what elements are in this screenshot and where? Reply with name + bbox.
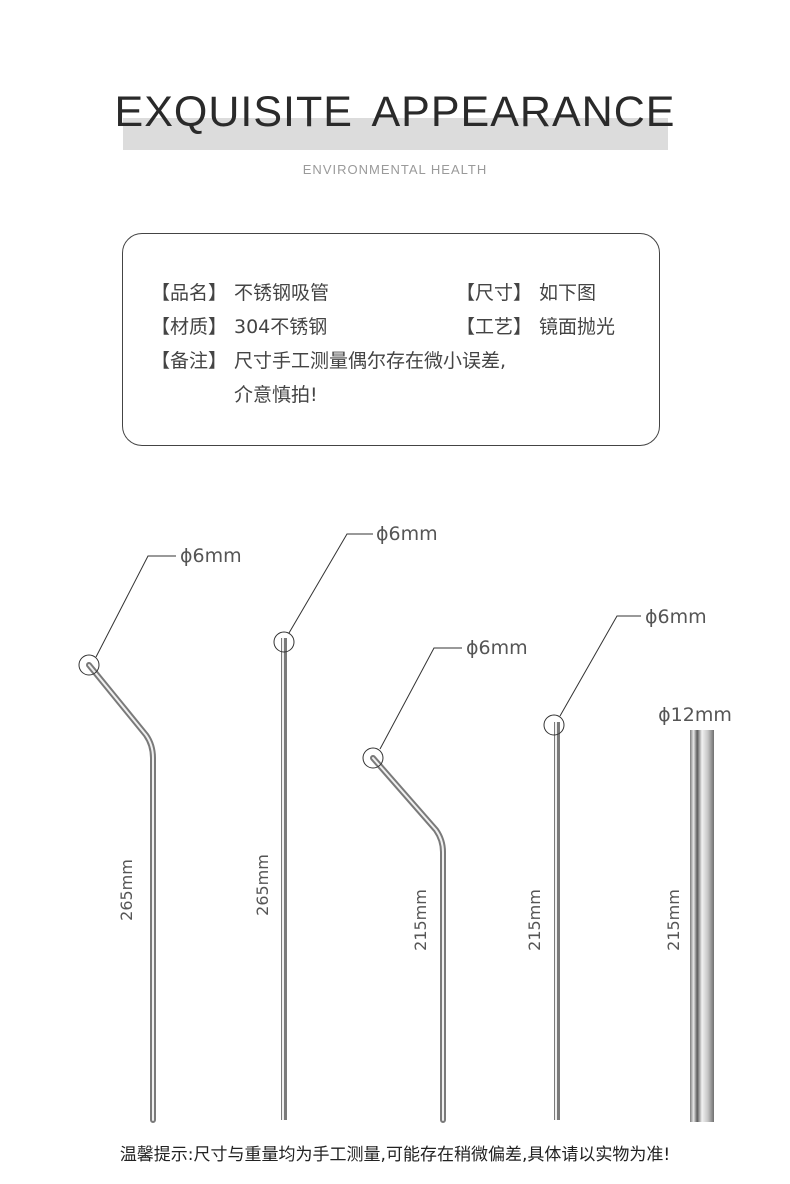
straw-3: ϕ6mm 215mm <box>362 637 528 1123</box>
straw-4-length: 215mm <box>525 889 544 951</box>
straw-4-tip-marker <box>543 714 565 736</box>
straw-4-diameter: ϕ6mm <box>645 606 707 628</box>
straw-1-length: 265mm <box>117 859 136 921</box>
material-label: 【材质】 <box>151 316 228 338</box>
straw-3-length: 215mm <box>411 889 430 951</box>
straw-5-body <box>690 730 714 1122</box>
size-value: 如下图 <box>539 282 597 304</box>
straw-5: ϕ12mm 215mm <box>658 704 732 1122</box>
straw-4-leader-line <box>559 615 641 717</box>
note-line-1: 尺寸手工测量偶尔存在微小误差, <box>234 350 507 372</box>
straw-2-length: 265mm <box>253 854 272 916</box>
straw-1-leader-line <box>95 555 176 658</box>
name-label: 【品名】 <box>151 282 228 304</box>
craft-label: 【工艺】 <box>456 316 533 338</box>
straw-2-diameter: ϕ6mm <box>376 523 438 545</box>
straw-2: ϕ6mm 265mm <box>253 523 438 1120</box>
straw-3-diameter: ϕ6mm <box>466 637 528 659</box>
product-info-box: 【品名】 不锈钢吸管 【尺寸】 如下图 【材质】 304不锈钢 【工艺】 镜面抛… <box>122 233 660 446</box>
straw-3-leader-line <box>379 647 462 750</box>
straw-1-diameter: ϕ6mm <box>180 545 242 567</box>
straw-1: ϕ6mm 265mm <box>78 545 242 1123</box>
straw-5-length: 215mm <box>664 889 683 951</box>
note-line-2: 介意慎拍! <box>234 384 318 406</box>
straw-1-tip-marker <box>78 654 100 676</box>
material-value: 304不锈钢 <box>234 316 328 338</box>
name-value: 不锈钢吸管 <box>234 282 330 304</box>
straw-2-leader-line <box>288 533 373 634</box>
page-subtitle: ENVIRONMENTAL HEALTH <box>302 162 488 177</box>
page-title: EXQUISITE APPEARANCE <box>114 88 676 136</box>
straw-2-tip-marker <box>273 631 295 653</box>
size-label: 【尺寸】 <box>456 282 533 304</box>
straws-drawing: ϕ6mm 265mm ϕ6mm 265mm ϕ6mm 215mm ϕ6mm 21… <box>78 523 732 1123</box>
footer-tip: 温馨提示:尺寸与重量均为手工测量,可能存在稍微偏差,具体请以实物为准! <box>119 1145 671 1165</box>
straw-3-tip-marker <box>362 747 384 769</box>
straw-5-diameter: ϕ12mm <box>658 704 732 726</box>
straw-4: ϕ6mm 215mm <box>525 606 707 1120</box>
note-label: 【备注】 <box>151 350 228 372</box>
craft-value: 镜面抛光 <box>539 316 616 338</box>
title-highlight-band <box>123 118 668 150</box>
